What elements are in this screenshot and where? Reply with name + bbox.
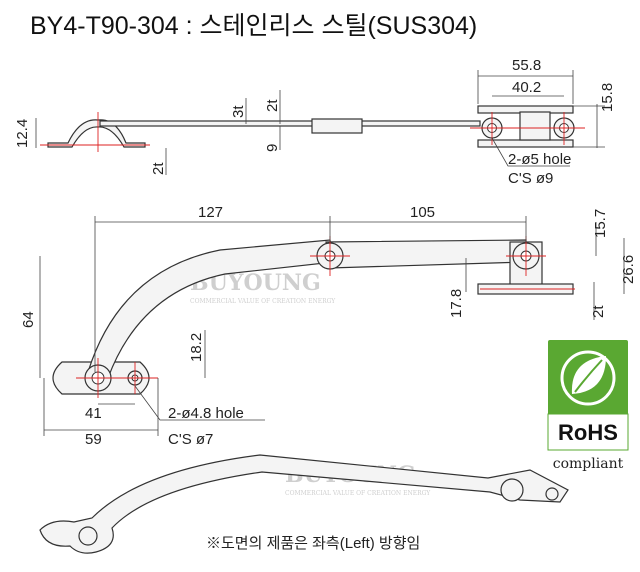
leader-side-hole [491,137,570,167]
perspective-hinge [39,454,569,554]
dim-2t-front: 2t [590,305,607,318]
dim-12-4: 12.4 [14,119,31,148]
perspective-hole-2 [500,478,524,502]
dim-17-8: 17.8 [448,289,465,318]
front-view: 127 105 15.7 26.6 17.8 2t 64 18.2 41 59 … [20,204,637,448]
rohs-caption: compliant [553,456,624,472]
front-straight-arm [325,239,527,269]
dim-18-2: 18.2 [188,333,205,362]
leader-front-hole [134,385,265,421]
dim-15-7: 15.7 [592,209,609,238]
dim-127: 127 [198,204,223,221]
side-joint-block [311,118,363,134]
leaf-icon [560,350,616,406]
side-hole-note-2: C'S ø9 [508,170,553,187]
dim-41: 41 [85,405,102,422]
dim-26-6: 26.6 [620,255,637,284]
watermark-tagline: COMMERCIAL VALUE OF CREATION ENERGY [190,298,336,305]
dim-9: 9 [264,144,281,152]
side-left-bracket [47,119,146,148]
footer-note: ※도면의 제품은 좌측(Left) 방향임 [206,535,420,552]
front-hole-note-1: 2-ø4.8 hole [168,405,244,422]
dim-3t: 3t [230,105,247,118]
dim-2t-top: 2t [264,99,281,112]
dim-55-8: 55.8 [512,57,541,74]
page-title: BY4-T90-304 : 스테인리스 스틸(SUS304) [30,12,477,40]
dim-59: 59 [85,431,102,448]
front-hole-note-2: C'S ø7 [168,431,213,448]
rohs-label-bg [547,413,629,451]
dim-2t-left: 2t [150,162,167,175]
side-view: 12.4 2t 3t 2t 9 55.8 40.2 15.8 2-ø5 hole… [14,57,616,187]
perspective-view [39,454,569,554]
watermark-tagline-2: COMMERCIAL VALUE OF CREATION ENERGY [285,490,431,497]
side-hole-note-1: 2-ø5 hole [508,151,571,168]
perspective-hole-1 [78,526,98,546]
side-arm [99,120,481,127]
front-curved-arm [87,239,335,379]
perspective-hole-3 [545,487,559,501]
rohs-label: RoHS [558,420,618,445]
dim-105: 105 [410,204,435,221]
dim-40-2: 40.2 [512,79,541,96]
rohs-badge: RoHS compliant [547,340,629,472]
side-right-body [519,111,551,141]
dim-15-8: 15.8 [599,83,616,112]
dim-64: 64 [20,311,37,328]
